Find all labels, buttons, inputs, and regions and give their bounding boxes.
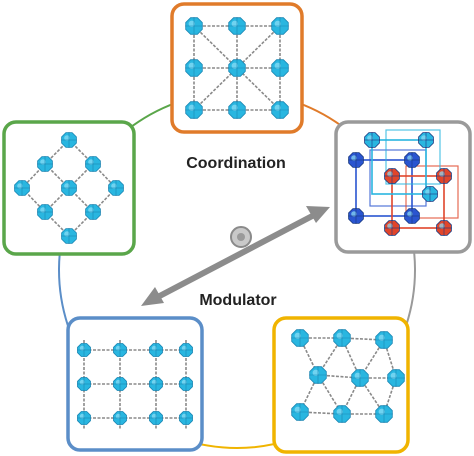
modulator-label: Modulator [199, 292, 276, 309]
panel-top [172, 4, 302, 132]
panel-left [4, 122, 134, 254]
panel-bottom-left [68, 318, 202, 450]
panel-bottom-right [274, 318, 408, 452]
coordination-label: Coordination [186, 155, 286, 172]
panel-right [336, 122, 470, 252]
pivot-knob-center [237, 233, 245, 241]
arrow-shaft [152, 213, 318, 300]
double-arrow-icon [141, 206, 330, 306]
